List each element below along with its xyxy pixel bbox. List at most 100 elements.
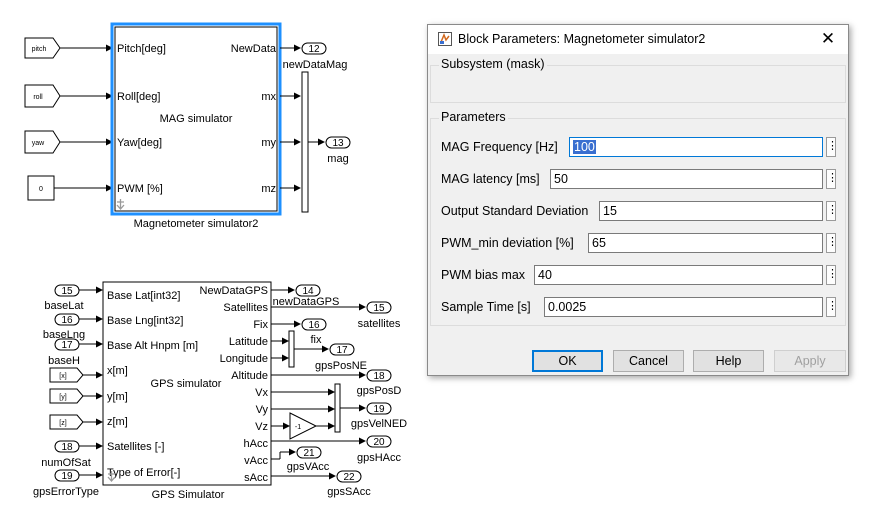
gps-inport-label: Type of Error[-]: [107, 467, 180, 479]
ok-button[interactable]: OK: [532, 350, 603, 372]
mux-block[interactable]: [301, 71, 309, 213]
simulink-block-icon: [438, 32, 452, 46]
goto-tag-z[interactable]: [z]: [49, 414, 84, 430]
from-tag-label: [x]: [59, 373, 66, 380]
outport-22[interactable]: 22: [336, 470, 362, 483]
gps-inport-label: Base Lat[int32]: [107, 290, 180, 302]
inport-16[interactable]: 16: [54, 313, 80, 326]
selected-text: 100: [573, 140, 596, 154]
dialog-titlebar[interactable]: Block Parameters: Magnetometer simulator…: [428, 25, 848, 54]
pwm-min-deviation-field[interactable]: 65: [588, 233, 823, 253]
kebab-menu-icon[interactable]: ⋮: [826, 265, 838, 285]
outport-label: gpsPosNE: [315, 360, 367, 372]
outport-14[interactable]: 14: [295, 284, 321, 297]
outport-18[interactable]: 18: [366, 369, 392, 382]
inport-label: baseLng: [43, 329, 85, 341]
outport-16[interactable]: 16: [301, 318, 327, 331]
outport-15[interactable]: 15: [366, 301, 392, 314]
outport-17[interactable]: 17: [329, 343, 355, 356]
mag-frequency-field[interactable]: 100: [569, 137, 823, 157]
from-tag-label: [z]: [59, 420, 66, 427]
kebab-menu-icon[interactable]: ⋮: [826, 137, 838, 157]
subsystem-arrow-icon: [107, 471, 116, 482]
outport-12[interactable]: 12: [301, 42, 327, 55]
subsystem-groupbox: [430, 65, 846, 103]
help-button[interactable]: Help: [693, 350, 764, 372]
gps-inport-label: z[m]: [107, 416, 128, 428]
mux-block[interactable]: [288, 330, 295, 368]
magnetometer-simulator-block[interactable]: Pitch[deg] Roll[deg] Yaw[deg] PWM [%] Ne…: [110, 22, 282, 216]
mag-outport-label: NewData: [231, 43, 277, 55]
mag-inport-label: Roll[deg]: [117, 91, 160, 103]
gps-inport-label: Satellites [-]: [107, 441, 164, 453]
mag-latency-field[interactable]: 50: [550, 169, 823, 189]
inport-number: 18: [61, 442, 73, 453]
inport-label: baseH: [48, 355, 80, 367]
apply-button[interactable]: Apply: [774, 350, 846, 372]
gps-inport-label: Base Alt Hnpm [m]: [107, 340, 198, 352]
gps-outport-label: sAcc: [244, 472, 268, 484]
mux-block[interactable]: [334, 383, 341, 433]
mag-input-yaw[interactable]: yaw: [24, 130, 61, 154]
kebab-menu-icon[interactable]: ⋮: [826, 201, 838, 221]
outport-number: 22: [343, 472, 355, 483]
mag-input-pitch[interactable]: pitch: [24, 37, 61, 59]
parameters-groupbox: [430, 118, 846, 326]
outport-number: 14: [302, 286, 314, 297]
mag-input-constant[interactable]: 0: [27, 175, 55, 201]
goto-tag-x[interactable]: [x]: [49, 367, 84, 383]
outport-number: 15: [373, 303, 385, 314]
outport-number: 21: [303, 448, 315, 459]
pwm-bias-max-field[interactable]: 40: [534, 265, 823, 285]
inport-19[interactable]: 19: [54, 469, 80, 482]
simulink-canvas[interactable]: pitch roll yaw 0 Pitch[deg] Roll[deg] Ya…: [0, 0, 425, 513]
block-parameters-dialog: Block Parameters: Magnetometer simulator…: [427, 24, 849, 376]
gps-outport-label: Vx: [255, 387, 268, 399]
gps-block-title: GPS simulator: [151, 378, 222, 390]
gain-block[interactable]: -1: [289, 412, 318, 440]
mag-block-title: MAG simulator: [160, 113, 233, 125]
inport-17[interactable]: 17: [54, 338, 80, 351]
gps-simulator-block[interactable]: Base Lat[int32] Base Lng[int32] Base Alt…: [102, 281, 272, 486]
output-std-dev-field[interactable]: 15: [599, 201, 823, 221]
gps-outport-label: NewDataGPS: [200, 285, 268, 297]
outport-label: gpsVelNED: [351, 418, 407, 430]
outport-13[interactable]: 13: [325, 136, 351, 149]
inport-number: 16: [61, 315, 73, 326]
kebab-menu-icon[interactable]: ⋮: [826, 169, 838, 189]
outport-21[interactable]: 21: [296, 446, 322, 459]
gps-outport-label: Altitude: [231, 370, 268, 382]
kebab-menu-icon[interactable]: ⋮: [826, 233, 838, 253]
mag-input-roll[interactable]: roll: [24, 84, 61, 108]
parameters-label: Parameters: [439, 110, 508, 124]
kebab-menu-icon[interactable]: ⋮: [826, 297, 838, 317]
inport-number: 15: [61, 286, 73, 297]
param-label-mag-frequency: MAG Frequency [Hz]: [441, 140, 558, 154]
param-label-pwm-min-deviation: PWM_min deviation [%]: [441, 236, 574, 250]
cancel-button[interactable]: Cancel: [613, 350, 684, 372]
outport-number: 18: [373, 371, 385, 382]
outport-label: gpsHAcc: [357, 452, 402, 464]
sample-time-field[interactable]: 0.0025: [544, 297, 823, 317]
inport-18[interactable]: 18: [54, 440, 80, 453]
outport-label: satellites: [358, 318, 401, 330]
outport-19[interactable]: 19: [366, 402, 392, 415]
outport-20[interactable]: 20: [366, 435, 392, 448]
mag-input-label: yaw: [32, 140, 45, 147]
subsystem-arrow-icon: [116, 199, 125, 210]
mag-inport-label: Pitch[deg]: [117, 43, 166, 55]
gps-outport-label: Fix: [253, 319, 268, 331]
outport-label: gpsSAcc: [327, 486, 371, 498]
inport-label: baseLat: [44, 300, 83, 312]
close-icon[interactable]: ✕: [820, 29, 836, 48]
dialog-title: Block Parameters: Magnetometer simulator…: [458, 32, 706, 46]
gps-inport-label: Base Lng[int32]: [107, 315, 183, 327]
outport-number: 12: [308, 44, 320, 55]
inport-15[interactable]: 15: [54, 284, 80, 297]
inport-label: gpsErrorType: [33, 486, 99, 498]
inport-number: 19: [61, 471, 73, 482]
gps-block-name: GPS Simulator: [152, 489, 225, 501]
goto-tag-y[interactable]: [y]: [49, 388, 84, 404]
mag-block-name: Magnetometer simulator2: [134, 218, 259, 230]
outport-label: gpsVAcc: [287, 461, 330, 473]
